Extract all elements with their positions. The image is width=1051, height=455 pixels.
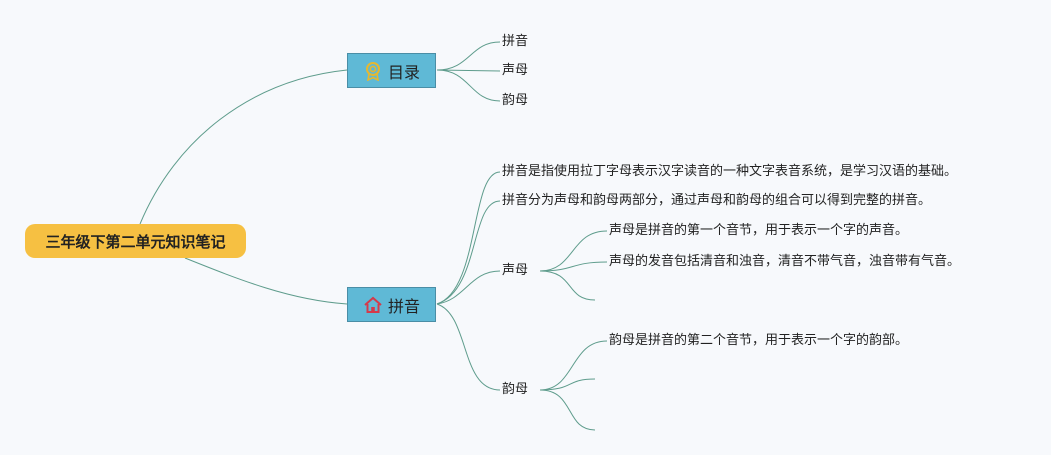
link-pinyin-shengmu [436,270,501,305]
toc-topic-label: 目录 [387,62,420,82]
toc-item[interactable]: 声母 [502,63,529,78]
link-yunmu-empty-1 [539,378,596,391]
pinyin-note[interactable]: 拼音分为声母和韵母两部分，通过声母和韵母的组合可以得到完整的拼音。 [502,193,932,208]
house-icon [364,296,382,313]
root-topic-label: 三年级下第二单元知识笔记 [45,232,226,251]
link-shengmu-empty [539,270,596,301]
toc-item[interactable]: 拼音 [502,34,529,49]
link-toc-3 [436,69,501,102]
yunmu-note[interactable]: 韵母是拼音的第二个音节，用于表示一个字的韵部。 [609,333,909,348]
link-pinyin-note-1 [436,171,501,305]
link-shengmu-note-2 [539,261,608,272]
toc-topic[interactable]: 目录 [347,53,436,88]
link-shengmu-note-1 [539,230,608,272]
pinyin-topic-label: 拼音 [387,296,420,316]
shengmu-note[interactable]: 声母是拼音的第一个音节，用于表示一个字的声音。 [609,223,909,238]
link-toc-1 [436,41,501,71]
toc-item[interactable]: 韵母 [502,93,529,108]
link-root-toc [139,69,348,225]
pinyin-note[interactable]: 拼音是指使用拉丁字母表示汉字读音的一种文字表音系统，是学习汉语的基础。 [502,164,958,179]
link-pinyin-yunmu [436,303,501,391]
medal-icon [365,61,380,81]
link-pinyin-note-2 [436,200,501,305]
link-yunmu-note-1 [539,340,608,391]
pinyin-topic[interactable]: 拼音 [347,287,436,322]
link-toc-2 [436,69,501,72]
shengmu-note[interactable]: 声母的发音包括清音和浊音，清音不带气音，浊音带有气音。 [609,254,961,269]
yunmu-topic[interactable]: 韵母 [502,382,529,397]
root-topic[interactable]: 三年级下第二单元知识笔记 [25,224,246,258]
link-yunmu-empty-2 [539,389,596,431]
shengmu-topic[interactable]: 声母 [502,263,529,278]
link-root-pinyin [184,257,348,305]
